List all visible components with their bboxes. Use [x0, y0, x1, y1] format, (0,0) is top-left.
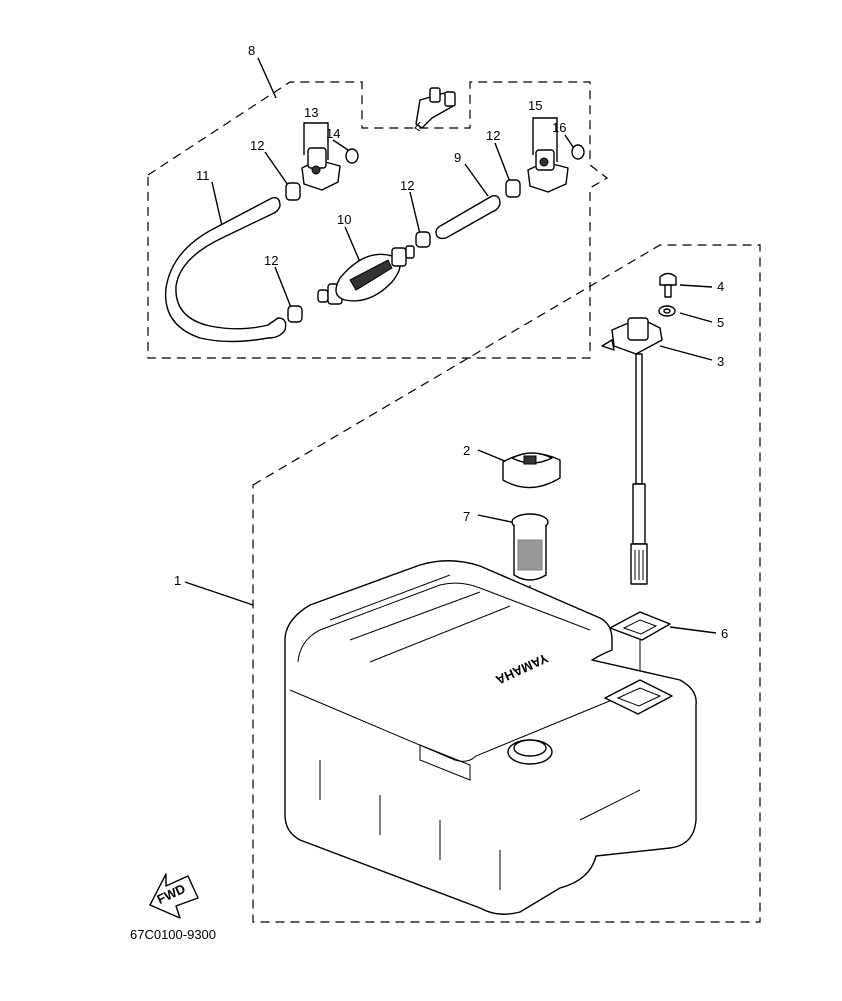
fuel-line-group-boundary [147, 81, 609, 359]
drawing-code: 67C0100-9300 [130, 927, 216, 942]
connector-15 [527, 149, 569, 193]
callout-12-c: 12 [264, 253, 278, 268]
callout-14: 14 [326, 126, 340, 141]
callout-7: 7 [463, 509, 470, 524]
forward-direction-arrow: FWD [149, 873, 199, 919]
callout-2: 2 [463, 443, 470, 458]
callout-15: 15 [528, 98, 542, 113]
callout-5: 5 [717, 315, 724, 330]
primer-bulb-10 [317, 245, 415, 305]
callout-9: 9 [454, 150, 461, 165]
callout-8: 8 [248, 43, 255, 58]
fuel-tank-body: YAMAHA [284, 560, 697, 915]
callout-16: 16 [552, 120, 566, 135]
gauge-parts [502, 272, 677, 641]
connector-13 [301, 147, 341, 191]
callout-6: 6 [721, 626, 728, 641]
callout-12-b: 12 [400, 178, 414, 193]
callout-12-d: 12 [486, 128, 500, 143]
callout-13: 13 [304, 105, 318, 120]
callout-12-a: 12 [250, 138, 264, 153]
fuel-tank-group-boundary [252, 244, 761, 923]
callout-11: 11 [196, 168, 210, 183]
engine-side-connector [414, 87, 456, 132]
callout-1: 1 [174, 573, 181, 588]
callout-4: 4 [717, 279, 724, 294]
fuel-line-parts [164, 87, 585, 343]
callout-3: 3 [717, 354, 724, 369]
callout-10: 10 [337, 212, 351, 227]
callouts: 8 12 13 14 11 10 12 12 9 12 15 16 4 5 3 … [174, 43, 728, 641]
